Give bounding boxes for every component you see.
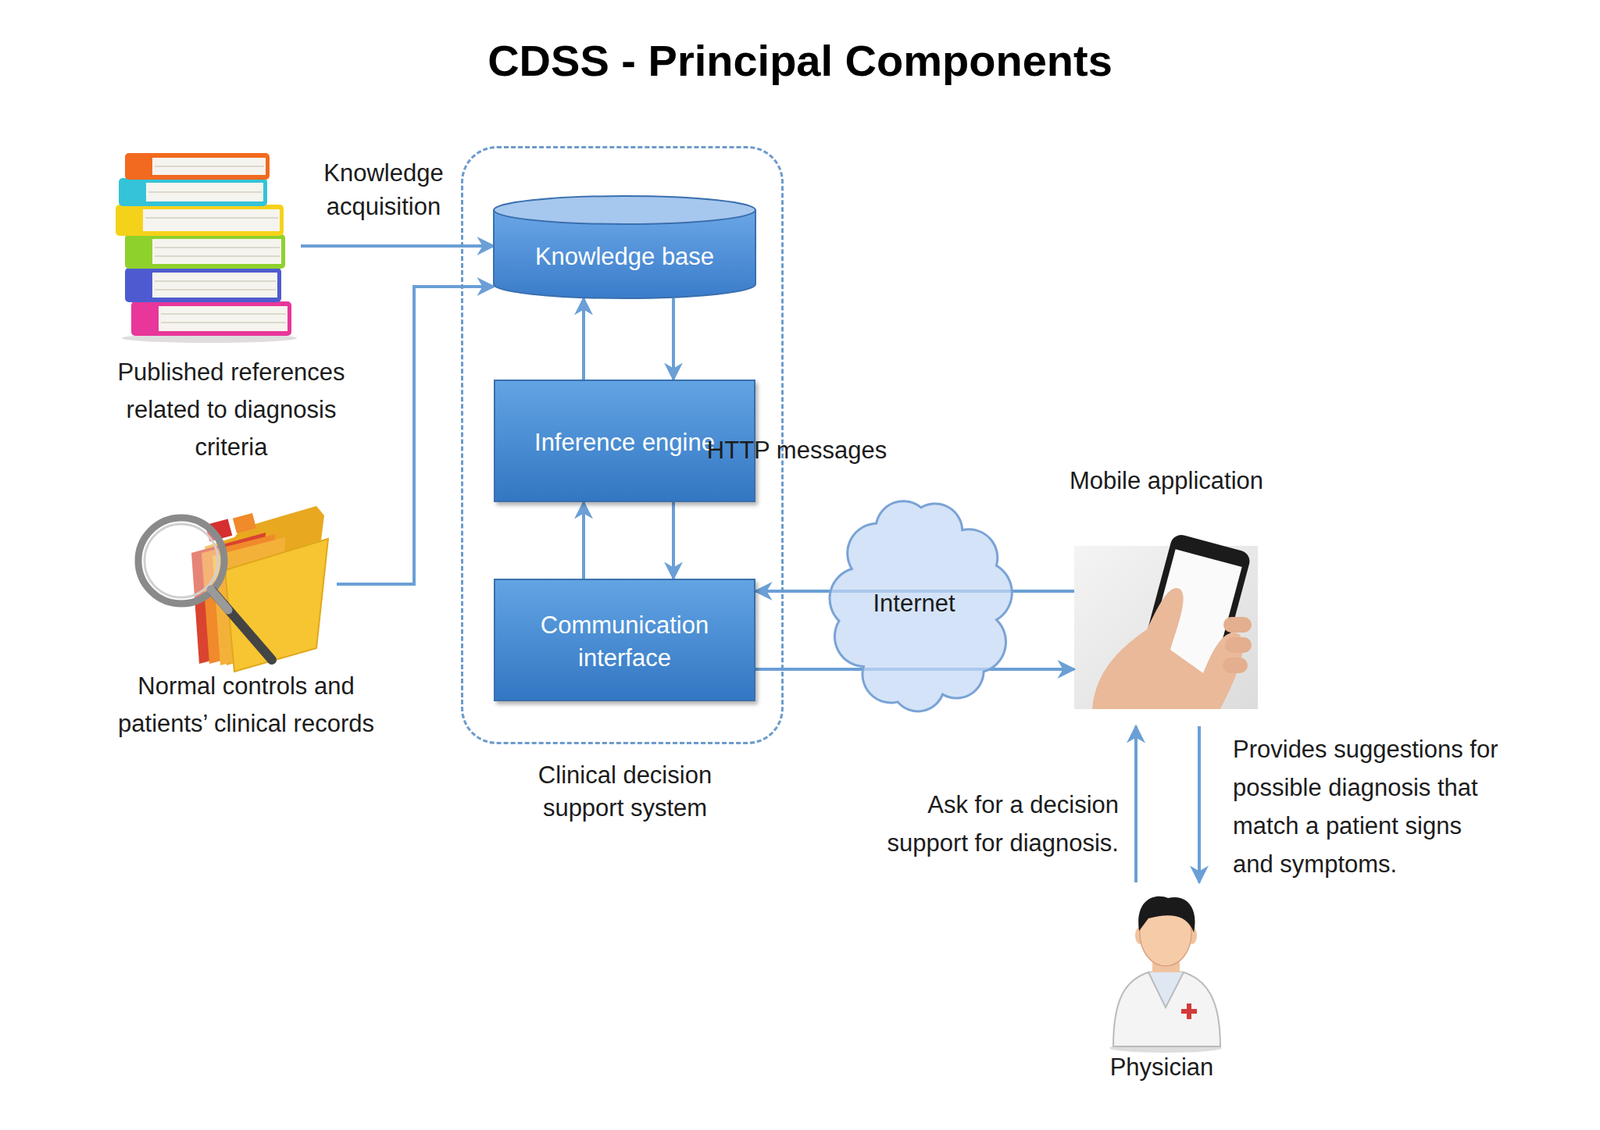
records-illustration-part xyxy=(144,524,218,598)
phone-illustration-part xyxy=(1092,588,1243,710)
node-label: Knowledge base xyxy=(493,241,756,273)
phone-illustration-part xyxy=(1222,657,1248,674)
database-cylinder: Knowledge base xyxy=(493,196,756,299)
reference-source: Published references related to diagnosi… xyxy=(117,148,301,340)
edge-label: Provides suggestions for possible diagno… xyxy=(1232,730,1503,884)
books-illustration-part xyxy=(118,178,268,207)
mobile-device: Mobile application xyxy=(1074,546,1258,727)
records-source: Normal controls and patients’ clinical r… xyxy=(142,500,337,668)
physician-illustration xyxy=(1109,896,1222,1054)
books-illustration-part xyxy=(125,267,282,303)
process-box: Communication interface xyxy=(493,578,756,702)
physician-illustration-part xyxy=(1186,1003,1192,1020)
node-label: Published references related to diagnosi… xyxy=(90,353,372,467)
books-illustration-part xyxy=(160,321,286,324)
node-label: Communication interface xyxy=(507,609,743,675)
flow-arrow xyxy=(1134,726,1138,883)
books-illustration-part xyxy=(154,289,276,291)
node-label: Clinical decision support system xyxy=(507,759,743,825)
books-illustration-part xyxy=(142,209,280,232)
physician-illustration-part xyxy=(1113,972,1221,1047)
flow-arrow xyxy=(582,298,586,380)
books-illustration-part xyxy=(154,246,280,249)
books-illustration-part xyxy=(148,191,262,193)
records-illustration xyxy=(138,506,329,672)
books-illustration-part xyxy=(158,306,288,332)
physician-illustration-part xyxy=(1138,896,1195,933)
node-label: Physician xyxy=(1067,1052,1256,1084)
diagram-title: CDSS - Principal Components xyxy=(0,35,1600,87)
books-illustration-part xyxy=(115,204,284,236)
books-illustration-part xyxy=(154,255,280,258)
books-illustration-part xyxy=(160,313,286,315)
edge-label: Knowledge acquisition xyxy=(305,156,462,224)
books-illustration-part xyxy=(152,272,278,298)
physician-actor: Physician xyxy=(1099,882,1225,1055)
books-illustration xyxy=(115,153,297,343)
records-illustration-part xyxy=(232,513,257,534)
phone-illustration-part xyxy=(1225,637,1252,654)
books-illustration-part xyxy=(125,234,286,269)
node-label: Internet xyxy=(835,588,993,620)
flow-arrow xyxy=(1197,726,1201,883)
note-label: HTTP messages xyxy=(679,435,915,467)
books-illustration-part xyxy=(152,239,282,265)
books-illustration-part xyxy=(154,165,265,168)
books-illustration-part xyxy=(145,217,279,219)
physician-illustration-part xyxy=(1148,972,1184,1008)
flow-arrow xyxy=(582,502,586,579)
flow-arrow xyxy=(336,286,494,585)
network-cloud: Internet xyxy=(816,484,1026,730)
node-label: Normal controls and patients’ clinical r… xyxy=(117,667,375,743)
flow-arrow xyxy=(300,244,494,248)
phone-illustration-part xyxy=(1223,617,1252,633)
flow-arrow xyxy=(671,502,675,579)
books-illustration-part xyxy=(125,153,270,180)
edge-label: Ask for a decision support for diagnosis… xyxy=(849,785,1119,863)
records-illustration-part xyxy=(225,539,329,672)
phone-illustration xyxy=(1074,532,1258,710)
records-illustration-part xyxy=(210,589,229,611)
flow-arrow xyxy=(671,298,675,380)
books-illustration-part xyxy=(154,280,276,283)
cylinder-top xyxy=(493,196,756,225)
node-label: Mobile application xyxy=(1064,464,1268,498)
books-illustration-part xyxy=(146,182,264,202)
books-illustration-part xyxy=(152,157,266,175)
cloud-shape xyxy=(829,501,1012,712)
books-illustration-part xyxy=(131,301,292,336)
